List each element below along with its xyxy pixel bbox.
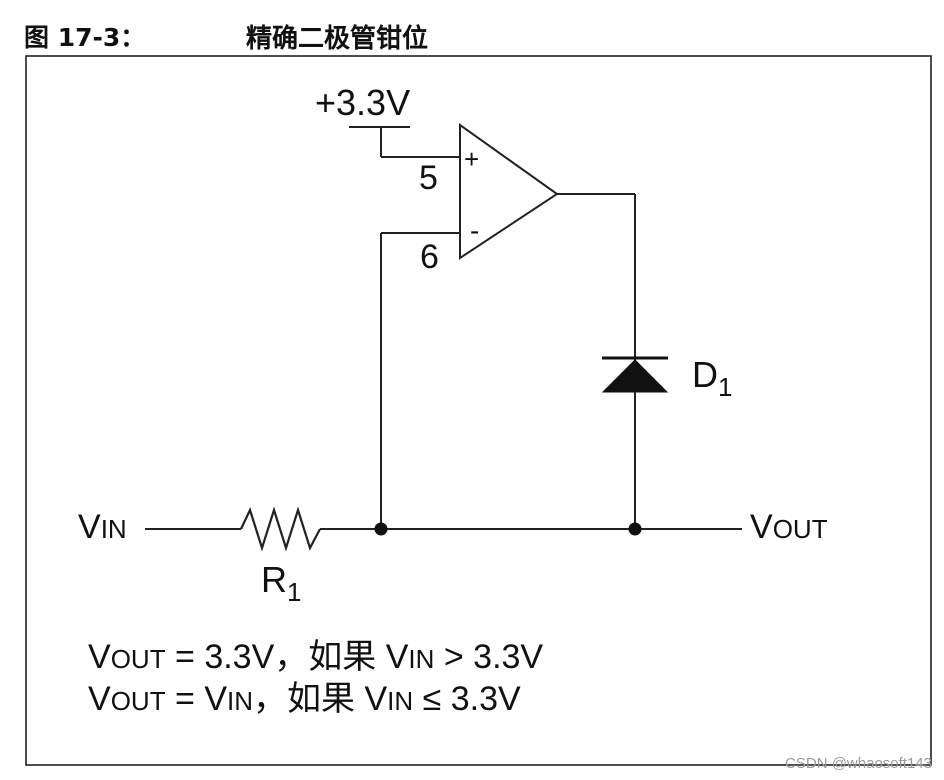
figure-title: 精确二极管钳位 — [246, 24, 429, 54]
minus-sign: - — [470, 215, 479, 246]
equation-line-2: VOUT = VIN，如果 VIN ≤ 3.3V — [88, 680, 521, 718]
resistor-zigzag — [240, 506, 321, 552]
pin-5-label: 5 — [419, 159, 438, 197]
op-amp-triangle — [459, 123, 559, 260]
figure-number: 图 17-3： — [24, 23, 146, 52]
diode-triangle — [601, 359, 669, 393]
supply-label: +3.3V — [315, 82, 410, 123]
junction-dot-output — [628, 522, 642, 536]
resistor-label: R1 — [261, 559, 301, 607]
watermark: CSDN @whaosoft143 — [785, 755, 932, 772]
pin-6-label: 6 — [420, 238, 439, 276]
junction-dot-feedback — [374, 522, 388, 536]
vout-label: VOUT — [750, 508, 828, 546]
plus-sign: + — [464, 144, 479, 174]
equation-line-1: VOUT = 3.3V，如果 VIN > 3.3V — [88, 638, 543, 676]
diode-label: D1 — [692, 354, 732, 402]
vin-label: VIN — [78, 508, 127, 546]
figure-frame — [25, 55, 932, 766]
